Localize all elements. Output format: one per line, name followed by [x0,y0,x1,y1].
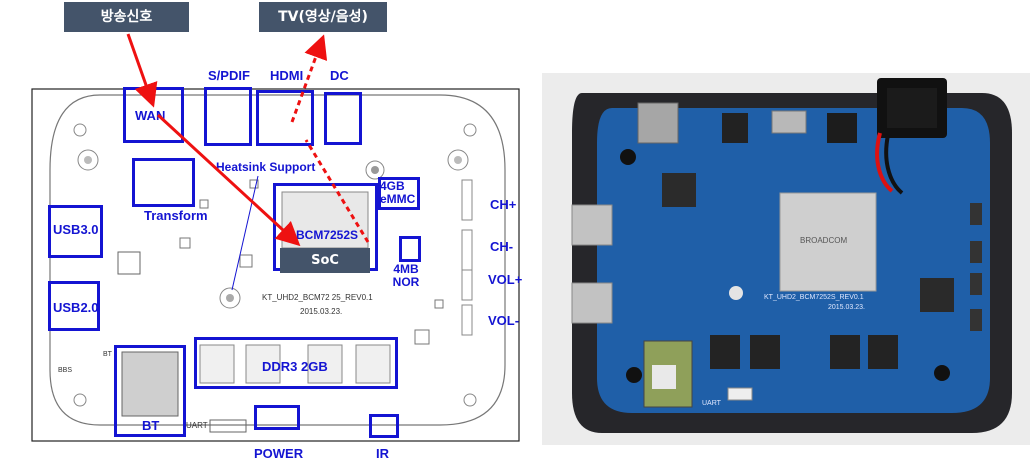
bcm-chip-label: BCM7252S [296,228,359,242]
bt-silkscreen: BT [103,351,113,358]
tv-av-callout: TV(영상/음성) [259,2,387,32]
board-photo-drawing: BROADCOM KT_UHD2_BCM7252S_REV0.1 2015.03… [571,78,1012,433]
usb2-label: USB2.0 [53,300,99,315]
ddr3-label: DDR3 2GB [262,359,328,374]
hdmi-label: HDMI [270,68,304,83]
vol-plus-label: VOL+ [488,272,523,287]
emmc-label: 4GB eMMC [380,179,416,206]
photo-board-name: KT_UHD2_BCM7252S_REV0.1 [764,294,864,301]
photo-uart-label: UART [702,400,722,407]
chip-brand-text: BROADCOM [800,236,847,245]
uart-silkscreen: UART [186,421,208,430]
heatsink-support-label: Heatsink Support [216,160,316,174]
usb3-label: USB3.0 [53,222,99,237]
transform-label: Transform [144,208,208,223]
usb2-box [48,281,100,331]
emmc-box [378,177,420,210]
ch-plus-label: CH+ [490,197,517,212]
vol-minus-label: VOL- [488,313,520,328]
photo-board-date: 2015.03.23. [828,304,865,311]
ch-minus-label: CH- [490,239,514,254]
bbs-silkscreen: BBS [58,367,72,374]
broadcast-signal-callout: 방송신호 [64,2,189,32]
power-box [254,405,300,430]
nor-box [399,236,421,262]
dc-label: DC [330,68,349,83]
bt-label: BT [142,418,160,433]
power-label: POWER [254,446,304,461]
wan-label: WAN [135,108,166,123]
hdmi-box [256,90,314,146]
spdif-label: S/PDIF [208,68,250,83]
transform-box [132,158,195,207]
board-name-silkscreen: KT_UHD2_BCM72 25_REV0.1 [262,293,373,302]
ir-box [369,414,399,438]
schematic-panel: KT_UHD2_BCM72 25_REV0.1 2015.03.23. UART… [31,2,523,461]
nor-label: 4MB NOR [392,262,420,289]
usb3-box [48,205,103,258]
board-date-silkscreen: 2015.03.23. [300,307,342,316]
bt-box [114,345,186,437]
ddr3-box [194,337,398,389]
dc-box [324,92,362,145]
soc-callout: SoC [280,248,370,273]
ir-label: IR [376,446,389,461]
board-photo: BROADCOM KT_UHD2_BCM7252S_REV0.1 2015.03… [542,73,1030,445]
spdif-box [204,87,252,146]
